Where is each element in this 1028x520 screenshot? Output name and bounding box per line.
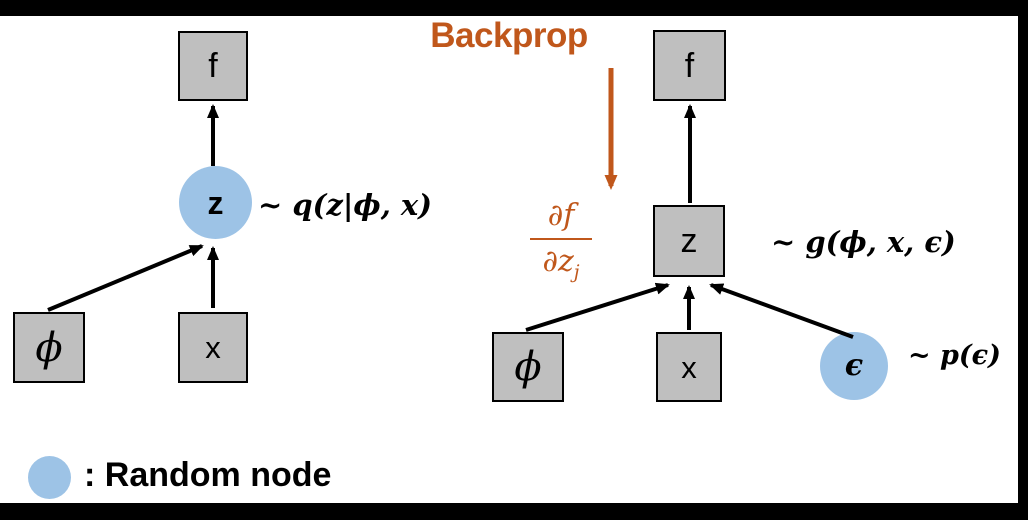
left-x-node-label: x (205, 330, 221, 365)
right-phi-node-label: ϕ (514, 344, 542, 390)
gradient-fraction-numerator: ∂f (530, 197, 592, 240)
right-epsilon-random-node: ϵ (820, 332, 888, 400)
left-z-node-label: z (207, 184, 224, 221)
left-z-random-node: z (179, 166, 252, 239)
right-epsilon-distribution-annotation: ~ p(ϵ) (908, 340, 1001, 371)
right-z-node: z (653, 205, 725, 277)
left-phi-node: ϕ (13, 312, 85, 383)
right-x-node: x (656, 332, 722, 402)
right-f-node-label: f (684, 46, 695, 85)
left-f-node: f (178, 31, 248, 101)
legend-label: : Random node (84, 456, 332, 494)
left-phi-node-label: ϕ (35, 324, 63, 371)
slide-background (0, 16, 1018, 503)
backprop-label: Backprop (430, 16, 588, 55)
right-x-node-label: x (681, 349, 697, 385)
right-z-distribution-annotation: ~ g(ϕ, x, ϵ) (771, 225, 956, 259)
right-f-node: f (653, 30, 726, 101)
right-phi-node: ϕ (492, 332, 564, 402)
left-x-node: x (178, 312, 248, 383)
gradient-fraction-denominator: ∂zj (542, 243, 580, 283)
right-z-node-label: z (680, 222, 698, 260)
legend-random-node-swatch (28, 456, 71, 499)
left-f-node-label: f (208, 47, 218, 85)
gradient-fraction: ∂f ∂zj (527, 197, 595, 284)
left-z-distribution-annotation: ~ q(z|ϕ, x) (258, 188, 432, 222)
right-epsilon-node-label: ϵ (844, 348, 864, 383)
